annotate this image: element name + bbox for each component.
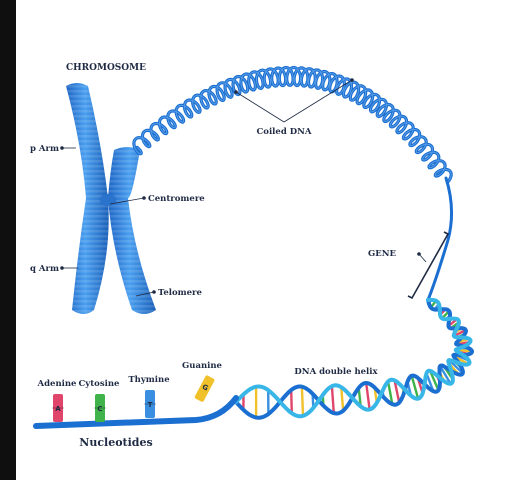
label-coiled-dna: Coiled DNA (234, 78, 354, 137)
base-block (145, 390, 155, 418)
nucleotide-guanine: G Guanine (182, 361, 223, 402)
coiled-dna-text: Coiled DNA (257, 127, 312, 137)
p-arm-text: p Arm (30, 144, 59, 154)
base-block (53, 394, 63, 422)
centromere-constriction (100, 194, 116, 206)
label-q-arm: q Arm (30, 264, 78, 274)
base-letter: T (148, 401, 153, 409)
chromosome-title: CHROMOSOME (66, 63, 146, 73)
base-name: Guanine (182, 361, 223, 371)
chromosome (66, 83, 156, 314)
nucleotide-thymine: T Thymine (128, 375, 170, 418)
base-block (95, 394, 105, 422)
base-name: Thymine (128, 375, 170, 385)
chromosome-diagram: CHROMOSOME p Arm q Arm Centromere Telome… (30, 63, 474, 449)
label-telomere: Telomere (135, 288, 203, 298)
nucleotide-adenine: A Adenine (37, 379, 78, 422)
base-letter: C (97, 405, 102, 413)
nucleotide-cytosine: C Cytosine (79, 379, 120, 422)
dna-double-helix-text: DNA double helix (294, 367, 378, 377)
telomere-text: Telomere (158, 288, 203, 298)
diagram-canvas: CHROMOSOME p Arm q Arm Centromere Telome… (16, 0, 509, 480)
base-name: Adenine (37, 379, 78, 389)
label-p-arm: p Arm (30, 144, 76, 154)
nucleotides-text: Nucleotides (79, 436, 152, 449)
label-centromere: Centromere (109, 194, 205, 205)
centromere-text: Centromere (148, 194, 205, 204)
base-name: Cytosine (79, 379, 120, 389)
q-arm-text: q Arm (30, 264, 59, 274)
gene-text: GENE (368, 249, 397, 259)
base-letter: A (55, 405, 61, 413)
guanine-block (194, 375, 215, 402)
label-gene: GENE (368, 231, 450, 300)
sugar-phosphate-backbone (33, 395, 239, 429)
base-letter: G (201, 383, 210, 393)
dna-double-helix (234, 297, 474, 420)
coiled-dna (132, 65, 453, 302)
